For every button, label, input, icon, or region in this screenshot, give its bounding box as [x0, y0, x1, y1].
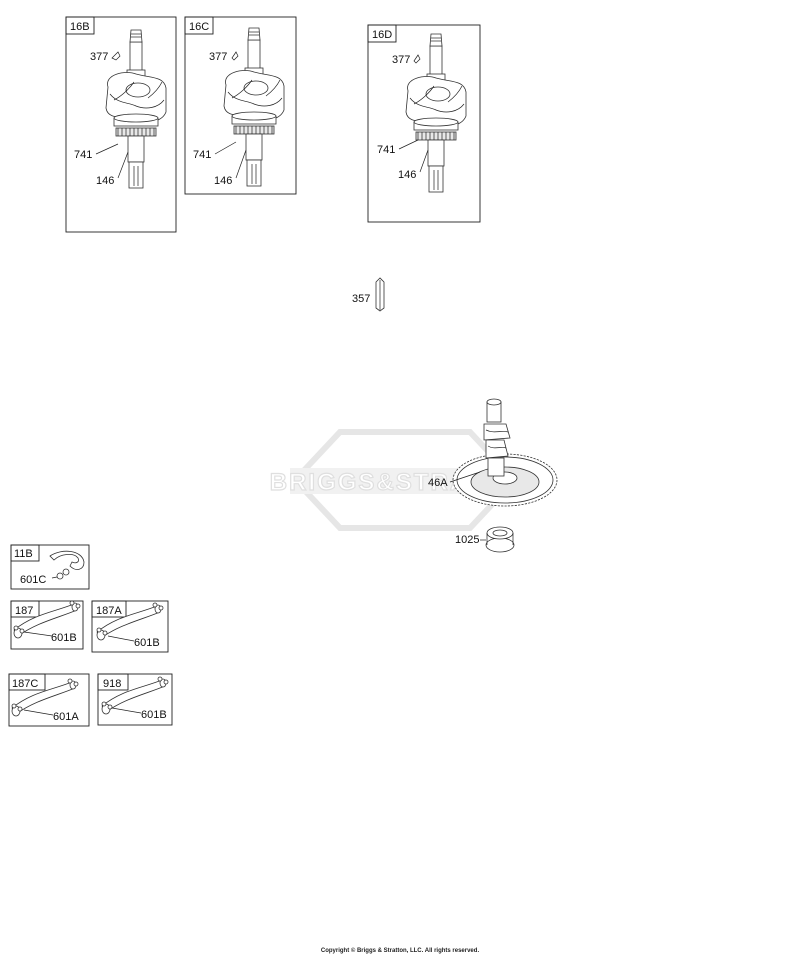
box-187-title: 187 — [15, 605, 33, 617]
box-187C: 187C 601A — [8, 673, 90, 727]
label-377: 377 — [90, 51, 108, 63]
box-16D: 16D 377 741 146 — [367, 24, 481, 223]
part-1025: 1025 — [455, 526, 515, 553]
box-187: 187 601B — [10, 600, 84, 650]
box-16D-title: 16D — [372, 29, 392, 41]
box-16B: 16B 377 741 146 — [65, 16, 177, 233]
box-11B-title: 11B — [14, 548, 33, 560]
copyright-notice: Copyright © Briggs & Stratton, LLC. All … — [320, 948, 480, 954]
label-741: 741 — [193, 149, 211, 161]
label-601B: 601B — [51, 632, 77, 644]
label-601B: 601B — [134, 637, 160, 649]
label-146: 146 — [96, 175, 114, 187]
label-601A: 601A — [53, 711, 79, 723]
part-46A-camshaft: 46A — [428, 398, 558, 507]
label-377: 377 — [392, 54, 410, 66]
box-16C-title: 16C — [189, 21, 209, 33]
label-377: 377 — [209, 51, 227, 63]
box-16B-title: 16B — [70, 21, 90, 33]
label-46A: 46A — [428, 477, 448, 489]
label-601B: 601B — [141, 709, 167, 721]
part-357: 357 — [352, 277, 385, 312]
label-1025: 1025 — [455, 534, 479, 546]
box-918: 918 601B — [97, 673, 173, 726]
label-741: 741 — [377, 144, 395, 156]
label-146: 146 — [214, 175, 232, 187]
box-187C-title: 187C — [12, 678, 38, 690]
label-741: 741 — [74, 149, 92, 161]
box-187A: 187A 601B — [91, 600, 169, 653]
label-357: 357 — [352, 293, 370, 305]
box-918-title: 918 — [103, 678, 121, 690]
label-146: 146 — [398, 169, 416, 181]
box-11B: 11B 601C — [10, 544, 90, 590]
label-601C: 601C — [20, 574, 46, 586]
box-16C: 16C 377 741 146 — [184, 16, 297, 195]
box-187A-title: 187A — [96, 605, 122, 617]
